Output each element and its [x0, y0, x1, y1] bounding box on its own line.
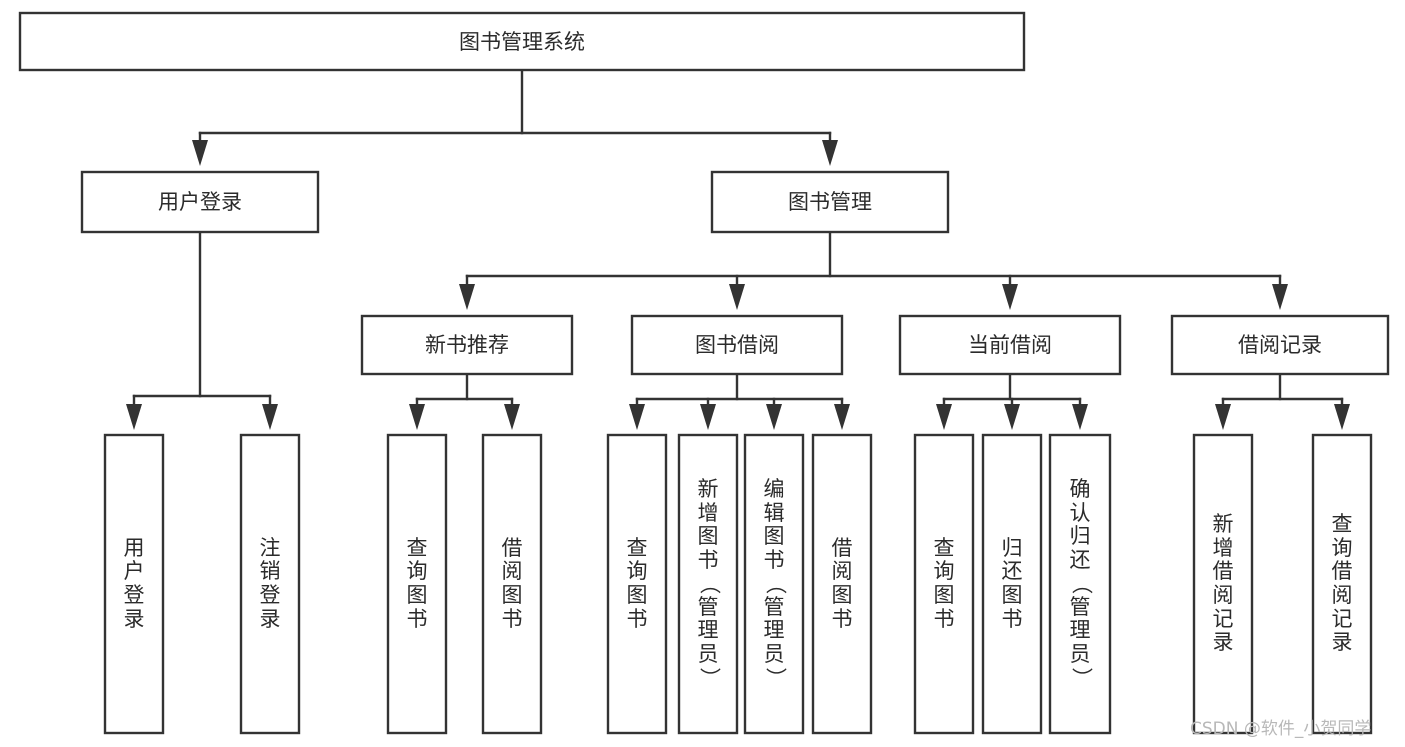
label-current-borrow: 当前借阅: [968, 333, 1052, 357]
arrowhead-new-book-recommend: [459, 284, 475, 310]
node-layer: [18, 11, 1390, 735]
node-box-leaf-borrow-book-1[interactable]: [481, 433, 543, 735]
arrowhead-current-borrow: [1002, 284, 1018, 310]
arrowhead-leaf-confirm-return-admin: [1072, 404, 1088, 430]
arrowhead-leaf-borrow-book-2: [834, 404, 850, 430]
arrowhead-user-login: [192, 140, 208, 166]
arrowhead-leaf-query-book-3: [936, 404, 952, 430]
node-box-book-manage[interactable]: [710, 170, 950, 234]
arrowhead-leaf-query-book-2: [629, 404, 645, 430]
arrowhead-book-manage: [822, 140, 838, 166]
arrowhead-leaf-return-book: [1004, 404, 1020, 430]
arrowhead-leaf-query-book-1: [409, 404, 425, 430]
node-box-leaf-add-borrow-record[interactable]: [1192, 433, 1254, 735]
label-new-book-recommend: 新书推荐: [425, 333, 509, 357]
arrowhead-leaf-query-borrow-record: [1334, 404, 1350, 430]
arrowhead-leaf-logout-login: [262, 404, 278, 430]
arrowhead-leaf-borrow-book-1: [504, 404, 520, 430]
arrowhead-book-borrow: [729, 284, 745, 310]
node-box-leaf-query-book-2[interactable]: [606, 433, 668, 735]
node-box-leaf-confirm-return-admin[interactable]: [1048, 433, 1112, 735]
node-box-leaf-logout-login[interactable]: [239, 433, 301, 735]
node-box-leaf-borrow-book-2[interactable]: [811, 433, 873, 735]
node-box-user-login[interactable]: [80, 170, 320, 234]
arrowhead-leaf-user-login: [126, 404, 142, 430]
arrowhead-leaf-add-book-admin: [700, 404, 716, 430]
node-box-leaf-query-borrow-record[interactable]: [1311, 433, 1373, 735]
label-root: 图书管理系统: [459, 30, 585, 54]
node-box-root[interactable]: [18, 11, 1026, 72]
node-box-book-borrow[interactable]: [630, 314, 844, 376]
node-box-leaf-query-book-3[interactable]: [913, 433, 975, 735]
node-box-leaf-add-book-admin[interactable]: [677, 433, 739, 735]
arrowhead-leaf-edit-book-admin: [766, 404, 782, 430]
node-box-leaf-edit-book-admin[interactable]: [743, 433, 805, 735]
node-box-leaf-query-book-1[interactable]: [386, 433, 448, 735]
connector-layer: [126, 68, 1350, 430]
node-box-current-borrow[interactable]: [898, 314, 1122, 376]
node-box-leaf-user-login[interactable]: [103, 433, 165, 735]
label-book-manage: 图书管理: [788, 190, 872, 214]
label-borrow-record: 借阅记录: [1238, 333, 1322, 357]
node-box-leaf-return-book[interactable]: [981, 433, 1043, 735]
node-box-new-book-recommend[interactable]: [360, 314, 574, 376]
label-book-borrow: 图书借阅: [695, 333, 779, 357]
arrowhead-leaf-add-borrow-record: [1215, 404, 1231, 430]
horizontal-label-layer: 图书管理系统 用户登录 图书管理 新书推荐 图书借阅 当前借阅 借阅记录: [158, 30, 1322, 357]
node-box-borrow-record[interactable]: [1170, 314, 1390, 376]
label-user-login: 用户登录: [158, 190, 242, 214]
arrowhead-borrow-record: [1272, 284, 1288, 310]
